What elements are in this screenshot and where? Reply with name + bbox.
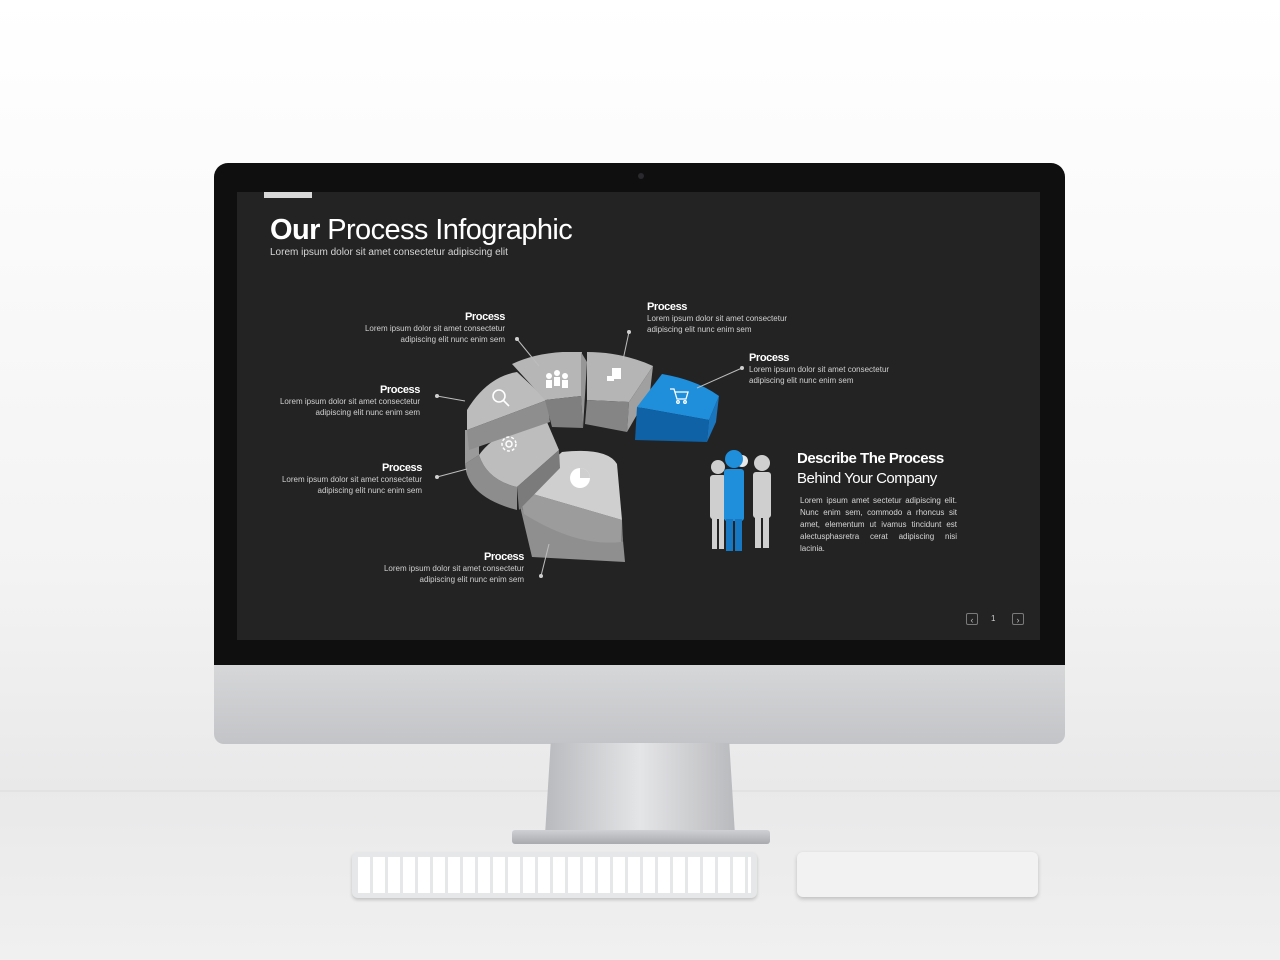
step-label: Process	[749, 352, 919, 364]
step-text-1: Process Lorem ipsum dolor sit amet conse…	[345, 311, 505, 345]
step-desc: Lorem ipsum dolor sit amet consectetur	[364, 563, 524, 574]
step-desc: adipiscing elit nunc enim sem	[364, 574, 524, 585]
step-label: Process	[262, 462, 422, 474]
step-desc: Lorem ipsum dolor sit amet consectetur	[647, 313, 817, 324]
describe-body: Lorem ipsum amet sectetur adipiscing eli…	[800, 495, 957, 555]
step-desc: adipiscing elit nunc enim sem	[749, 375, 919, 386]
prev-slide-button[interactable]: ‹	[966, 613, 978, 625]
step-text-5: Process Lorem ipsum dolor sit amet conse…	[647, 301, 817, 335]
page-number: 1	[991, 614, 995, 623]
step-desc: Lorem ipsum dolor sit amet consectetur	[262, 474, 422, 485]
step-desc: Lorem ipsum dolor sit amet consectetur	[260, 396, 420, 407]
step-desc: adipiscing elit nunc enim sem	[262, 485, 422, 496]
connector-dot	[515, 337, 519, 341]
connector-dot	[435, 394, 439, 398]
step-label: Process	[260, 384, 420, 396]
step-text-4: Process Lorem ipsum dolor sit amet conse…	[364, 551, 524, 585]
step-text-2: Process Lorem ipsum dolor sit amet conse…	[260, 384, 420, 418]
monitor-stand-base	[512, 830, 770, 844]
step-label: Process	[345, 311, 505, 323]
connector-dot	[435, 475, 439, 479]
step-desc: adipiscing elit nunc enim sem	[345, 334, 505, 345]
step-label: Process	[364, 551, 524, 563]
step-label: Process	[647, 301, 817, 313]
step-desc: adipiscing elit nunc enim sem	[647, 324, 817, 335]
connector-dot	[740, 366, 744, 370]
monitor-stand	[545, 743, 735, 835]
monitor-chin	[214, 665, 1065, 744]
keyboard	[352, 852, 757, 898]
step-desc: Lorem ipsum dolor sit amet consectetur	[749, 364, 919, 375]
step-text-3: Process Lorem ipsum dolor sit amet conse…	[262, 462, 422, 496]
people-group-icon	[704, 447, 779, 557]
step-desc: adipiscing elit nunc enim sem	[260, 407, 420, 418]
connector-dot	[539, 574, 543, 578]
describe-subheading: Behind Your Company	[797, 470, 937, 487]
step-text-6: Process Lorem ipsum dolor sit amet conse…	[749, 352, 919, 386]
slide-screen: Our Process Infographic Lorem ipsum dolo…	[237, 192, 1040, 640]
camera-icon	[638, 173, 644, 179]
next-slide-button[interactable]: ›	[1012, 613, 1024, 625]
trackpad	[797, 852, 1038, 897]
connector-dot	[627, 330, 631, 334]
describe-heading: Describe The Process	[797, 450, 944, 467]
step-desc: Lorem ipsum dolor sit amet consectetur	[345, 323, 505, 334]
